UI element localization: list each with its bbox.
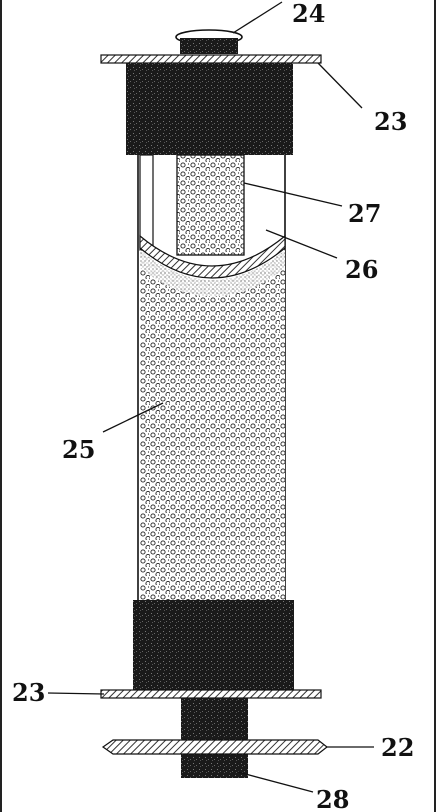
top-flange-plate bbox=[100, 54, 322, 64]
leader-23-bottom bbox=[47, 692, 105, 695]
leader-27 bbox=[243, 182, 343, 207]
top-end-cap bbox=[126, 63, 293, 155]
bottom-flange-plate bbox=[100, 689, 322, 699]
label-23-top: 23 bbox=[374, 107, 407, 136]
bottom-cross-bar bbox=[101, 739, 328, 755]
distributor-plate bbox=[139, 234, 286, 279]
label-28: 28 bbox=[316, 785, 349, 812]
label-24: 24 bbox=[292, 0, 325, 28]
leader-28 bbox=[237, 771, 314, 793]
bottom-outlet-stem bbox=[181, 698, 248, 778]
label-26: 26 bbox=[345, 255, 378, 284]
leader-25 bbox=[102, 402, 164, 433]
leader-26 bbox=[265, 229, 338, 259]
label-22: 22 bbox=[381, 733, 414, 762]
inner-feed-tube bbox=[176, 154, 245, 256]
packed-bed bbox=[140, 250, 285, 600]
label-23-bottom: 23 bbox=[12, 678, 45, 707]
bottom-end-cap bbox=[133, 600, 294, 690]
leader-23-top bbox=[317, 62, 363, 109]
top-port bbox=[175, 29, 243, 54]
leader-24 bbox=[232, 1, 283, 34]
side-channel bbox=[139, 154, 154, 251]
leader-lines bbox=[47, 1, 374, 793]
label-25: 25 bbox=[62, 435, 95, 464]
label-27: 27 bbox=[348, 199, 381, 228]
